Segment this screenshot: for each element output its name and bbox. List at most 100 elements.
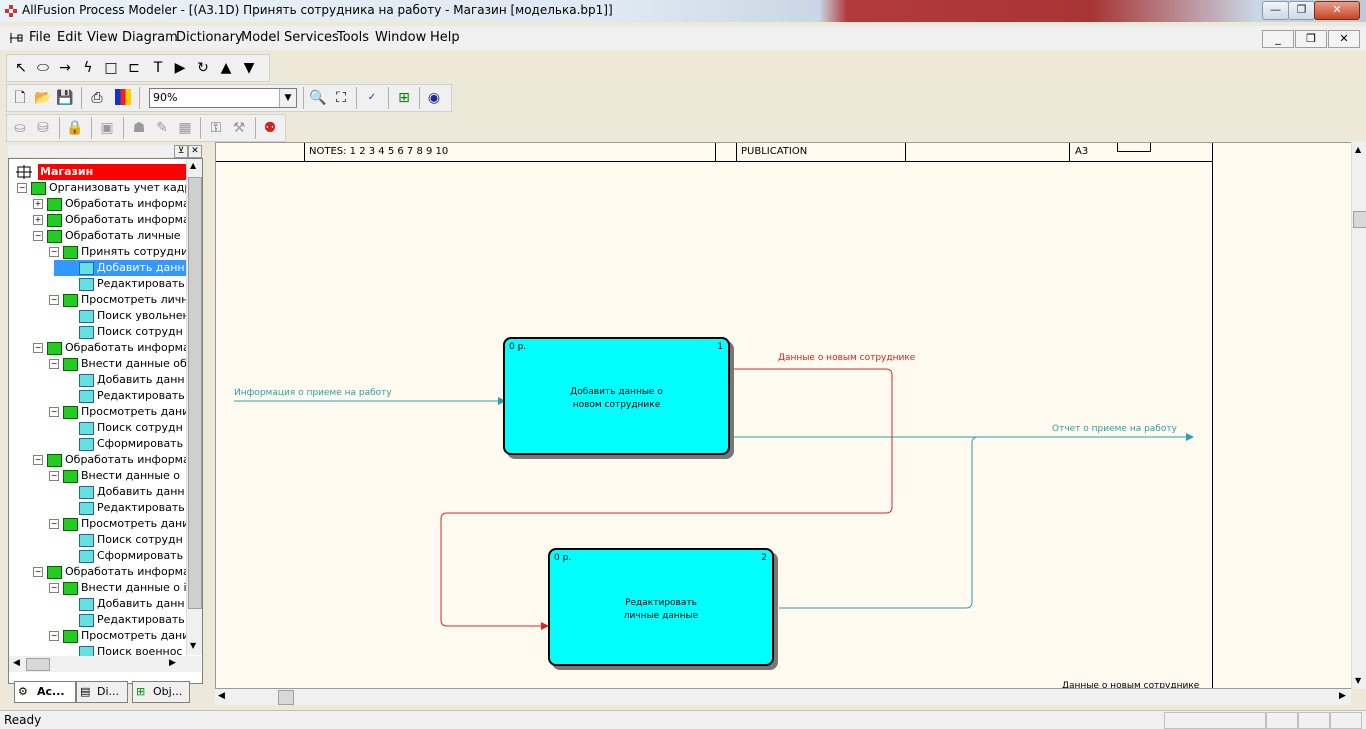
pointer-tool-icon[interactable]: ↖	[15, 60, 27, 76]
scroll-left-icon[interactable]: ◀	[13, 658, 20, 668]
label-tool-icon[interactable]: ⊏	[128, 60, 140, 76]
tree-item[interactable]: −Просмотреть дани	[9, 516, 186, 532]
color-icon[interactable]	[115, 89, 131, 105]
menu-window[interactable]: Window	[375, 30, 427, 45]
canvas-scroll-left-icon[interactable]: ◀	[218, 691, 225, 701]
mdi-minimize-button[interactable]: _	[1262, 30, 1294, 48]
model-explorer-icon[interactable]: ⊞	[398, 90, 410, 106]
mart-people-icon[interactable]: ⚉	[263, 120, 277, 136]
tree-item[interactable]: Редактировать	[54, 612, 186, 628]
rotate-tool-icon[interactable]: ↻	[197, 60, 209, 76]
minimize-button[interactable]: —	[1262, 1, 1289, 20]
collapse-icon[interactable]: −	[49, 247, 59, 257]
collapse-icon[interactable]: −	[49, 583, 59, 593]
tree-item[interactable]: −Просмотреть дани	[9, 404, 186, 420]
zoom-select[interactable]: 90% ▼	[149, 88, 297, 108]
tree-item[interactable]: Добавить данн	[54, 484, 186, 500]
arrow-bottom-label[interactable]: Данные о новым сотруднике	[1062, 681, 1200, 689]
menu-dictionary[interactable]: Dictionary	[176, 30, 243, 45]
menu-view[interactable]: View	[87, 30, 118, 45]
tree-item[interactable]: −Внести данные об	[9, 356, 186, 372]
arrow-input-label[interactable]: Информация о приеме на работу	[234, 388, 392, 398]
lock-icon[interactable]: 🔒	[66, 120, 84, 136]
tree-item[interactable]: −Обработать информа	[9, 564, 186, 580]
zoom-fit-icon[interactable]: ⛶	[336, 90, 346, 106]
tree-item[interactable]: +Обработать информа	[9, 212, 186, 228]
tree-item[interactable]: Поиск увольнен	[54, 308, 186, 324]
collapse-icon[interactable]: −	[33, 455, 43, 465]
chevron-down-icon[interactable]: ▼	[279, 89, 296, 107]
play-tool-icon[interactable]: ▶	[174, 60, 186, 76]
canvas-scroll-up-icon[interactable]: ▲	[1355, 145, 1362, 154]
tree-item[interactable]: Редактировать	[54, 276, 186, 292]
diagram-canvas[interactable]: NOTES: 1 2 3 4 5 6 7 8 9 10 PUBLICATION …	[215, 142, 1353, 689]
arrow-tool-icon[interactable]: →	[59, 60, 71, 76]
oval-tool-icon[interactable]: ⬭	[37, 60, 49, 76]
tree-root[interactable]: Магазин	[9, 164, 186, 180]
menu-edit[interactable]: Edit	[57, 30, 83, 45]
zoom-in-icon[interactable]: 🔍	[309, 90, 327, 106]
pin-icon[interactable]: ⊻	[174, 145, 188, 158]
mart-edit-icon[interactable]: ✎	[156, 120, 168, 136]
tree-item[interactable]: −Просмотреть личн	[9, 292, 186, 308]
collapse-icon[interactable]: −	[49, 631, 59, 641]
save-icon[interactable]: 💾	[56, 90, 74, 106]
collapse-icon[interactable]: −	[33, 567, 43, 577]
menu-file[interactable]: File	[29, 30, 51, 45]
expand-icon[interactable]: +	[33, 199, 43, 209]
tree-item[interactable]: +Обработать информа	[9, 196, 186, 212]
tree-item[interactable]: Поиск сотрудн	[54, 532, 186, 548]
arrow-output-label[interactable]: Отчет о приеме на работу	[1052, 424, 1177, 434]
expand-icon[interactable]: +	[33, 215, 43, 225]
canvas-vscroll[interactable]: ▲ ▼	[1351, 142, 1366, 689]
collapse-icon[interactable]: −	[49, 519, 59, 529]
open-icon[interactable]: 📂	[34, 90, 52, 106]
menu-model[interactable]: Model	[241, 30, 281, 45]
menu-services[interactable]: Services	[284, 30, 339, 45]
down-tool-icon[interactable]: ▼	[243, 60, 255, 76]
scroll-up-icon[interactable]: ▲	[190, 161, 197, 170]
explorer-hscroll[interactable]: ◀ ▶	[9, 656, 201, 672]
mart-key-icon[interactable]: ⚿	[210, 120, 222, 136]
collapse-icon[interactable]: −	[33, 343, 43, 353]
tree-item[interactable]: Сформировать	[54, 436, 186, 452]
globe-icon[interactable]: ◉	[427, 90, 441, 106]
tab-activities[interactable]: ⚙ Ac...	[14, 681, 76, 703]
canvas-hscroll[interactable]: ◀ ▶	[215, 689, 1351, 705]
arrow-red-label[interactable]: Данные о новым сотруднике	[778, 353, 916, 363]
tree-item[interactable]: −Внести данные о	[9, 468, 186, 484]
tree-item[interactable]: −Обработать информа	[9, 452, 186, 468]
scroll-down-icon[interactable]: ▼	[190, 641, 197, 650]
mart-user-icon[interactable]: ☗	[132, 120, 146, 136]
spellcheck-icon[interactable]: ✓	[367, 92, 377, 103]
canvas-scroll-right-icon[interactable]: ▶	[1339, 691, 1346, 701]
tree-item[interactable]: −Просмотреть дани	[9, 628, 186, 644]
activity-box-1[interactable]: 0 р. 1 Добавить данные о новом сотрудник…	[503, 337, 730, 455]
mdi-restore-button[interactable]: ❐	[1295, 30, 1327, 48]
canvas-vscroll-thumb[interactable]	[1353, 211, 1366, 228]
collapse-icon[interactable]: −	[17, 183, 27, 193]
tree-item[interactable]: Поиск сотрудн	[54, 420, 186, 436]
tree-item[interactable]: −Внести данные о і	[9, 580, 186, 596]
new-icon[interactable]: 🗋	[14, 90, 26, 106]
tree-item[interactable]: Добавить данн	[54, 260, 186, 276]
tab-diagrams[interactable]: ▤ Di...	[76, 681, 128, 703]
mart-disconnect-icon[interactable]: ⛁	[37, 120, 49, 136]
tree-item[interactable]: −Организовать учет кадр	[9, 180, 186, 196]
mdi-close-button[interactable]: ✕	[1328, 30, 1360, 48]
canvas-scroll-down-icon[interactable]: ▼	[1355, 676, 1362, 685]
explorer-vscroll[interactable]: ▲ ▼	[186, 159, 202, 655]
activity-box-2[interactable]: 0 р. 2 Редактировать личные данные	[548, 548, 774, 666]
tree-item[interactable]: Сформировать	[54, 548, 186, 564]
print-icon[interactable]: ⎙	[91, 90, 103, 106]
tree-item[interactable]: Добавить данн	[54, 596, 186, 612]
up-tool-icon[interactable]: ▲	[220, 60, 232, 76]
tree-item[interactable]: Редактировать	[54, 388, 186, 404]
mart-box-icon[interactable]: ▣	[100, 120, 114, 136]
canvas-hscroll-thumb[interactable]	[278, 690, 294, 705]
explorer-vscroll-thumb[interactable]	[188, 177, 202, 609]
box-tool-icon[interactable]: □	[104, 60, 118, 76]
menu-diagram[interactable]: Diagram	[122, 30, 178, 45]
close-button[interactable]: ✕	[1314, 1, 1360, 20]
collapse-icon[interactable]: −	[49, 407, 59, 417]
